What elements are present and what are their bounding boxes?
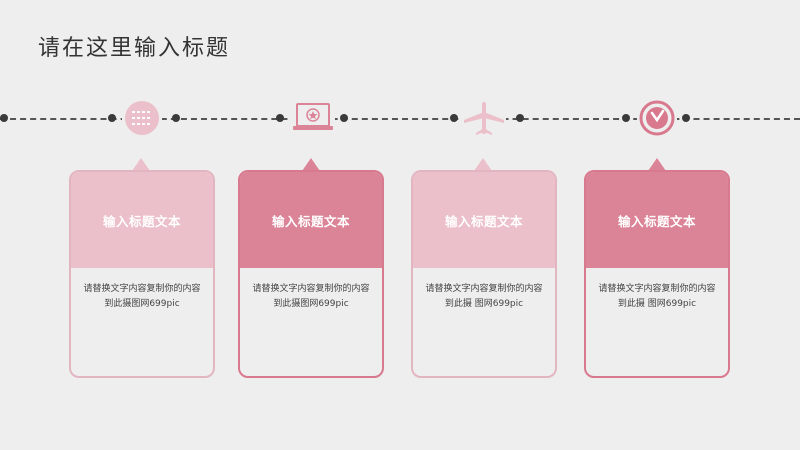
- card-text-line: 到此摄图网699pic: [273, 299, 349, 309]
- card-header: 输入标题文本: [413, 172, 555, 268]
- card-header: 输入标题文本: [240, 172, 382, 268]
- page-title: 请在这里输入标题: [38, 36, 231, 61]
- timeline-dot: [276, 114, 284, 122]
- timeline-dot: [108, 114, 116, 122]
- card-text-line: 请替换文字内容复制你的内容: [425, 284, 543, 294]
- clock-icon: [637, 98, 677, 138]
- laptop-icon: [291, 98, 335, 138]
- card-3: 输入标题文本 请替换文字内容复制你的内容 到此摄 图网699pic: [411, 170, 557, 378]
- card-heading: 输入标题文本: [617, 213, 696, 229]
- card-heading: 输入标题文本: [444, 213, 523, 229]
- card-text-line: 到此摄图网699pic: [104, 299, 180, 309]
- timeline-dot: [516, 114, 524, 122]
- timeline-dot: [450, 114, 458, 122]
- airplane-icon: [462, 98, 506, 138]
- timeline-dot: [622, 114, 630, 122]
- card-body: 请替换文字内容复制你的内容 到此摄 图网699pic: [586, 268, 728, 312]
- card-1: 输入标题文本 请替换文字内容复制你的内容 到此摄图网699pic: [69, 170, 215, 378]
- calendar-icon: [122, 98, 162, 138]
- card-pointer: [132, 158, 150, 171]
- timeline-dot: [172, 114, 180, 122]
- card-heading: 输入标题文本: [102, 213, 181, 229]
- timeline-line: [0, 118, 800, 122]
- card-header: 输入标题文本: [586, 172, 728, 268]
- card-body: 请替换文字内容复制你的内容 到此摄 图网699pic: [413, 268, 555, 312]
- card-body: 请替换文字内容复制你的内容 到此摄图网699pic: [71, 268, 213, 312]
- timeline-dot: [340, 114, 348, 122]
- card-heading: 输入标题文本: [271, 213, 350, 229]
- card-4: 输入标题文本 请替换文字内容复制你的内容 到此摄 图网699pic: [584, 170, 730, 378]
- card-text-line: 请替换文字内容复制你的内容: [252, 284, 370, 294]
- card-text-line: 请替换文字内容复制你的内容: [83, 284, 201, 294]
- card-header: 输入标题文本: [71, 172, 213, 268]
- card-text-line: 请替换文字内容复制你的内容: [598, 284, 716, 294]
- card-2: 输入标题文本 请替换文字内容复制你的内容 到此摄图网699pic: [238, 170, 384, 378]
- card-text-line: 到此摄 图网699pic: [444, 299, 524, 309]
- card-pointer: [648, 158, 666, 171]
- card-text-line: 到此摄 图网699pic: [617, 299, 697, 309]
- card-pointer: [474, 158, 492, 171]
- timeline-dot: [0, 114, 8, 122]
- card-pointer: [302, 158, 320, 171]
- timeline-dot: [682, 114, 690, 122]
- card-body: 请替换文字内容复制你的内容 到此摄图网699pic: [240, 268, 382, 312]
